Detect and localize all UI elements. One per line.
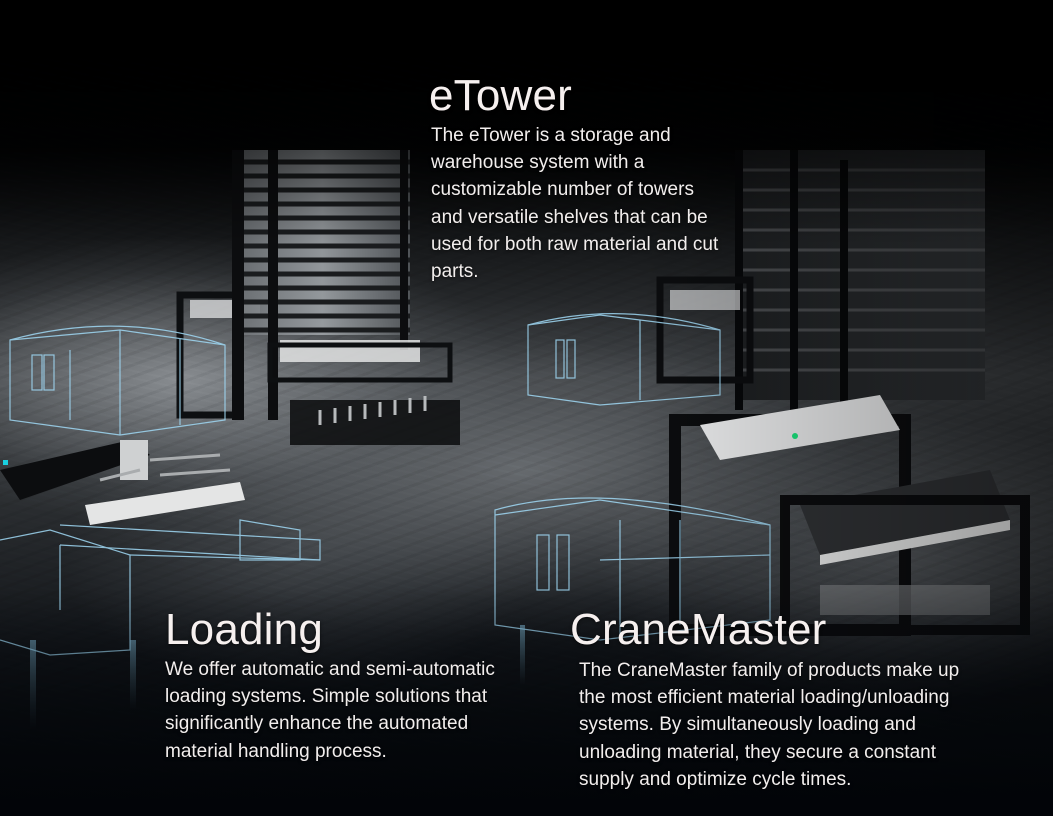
etower-description: The eTower is a storage and warehouse sy… <box>431 125 719 283</box>
cranemaster-section: CraneMaster The CraneMaster family of pr… <box>570 606 990 793</box>
loading-section: Loading We offer automatic and semi-auto… <box>165 606 525 765</box>
cranemaster-description: The CraneMaster family of products make … <box>579 660 960 790</box>
loading-description: We offer automatic and semi-automatic lo… <box>165 659 495 762</box>
etower-title: eTower <box>429 71 573 120</box>
cranemaster-title: CraneMaster <box>570 605 827 654</box>
etower-section: eTower The eTower is a storage and wareh… <box>429 72 729 285</box>
loading-title: Loading <box>165 605 323 654</box>
